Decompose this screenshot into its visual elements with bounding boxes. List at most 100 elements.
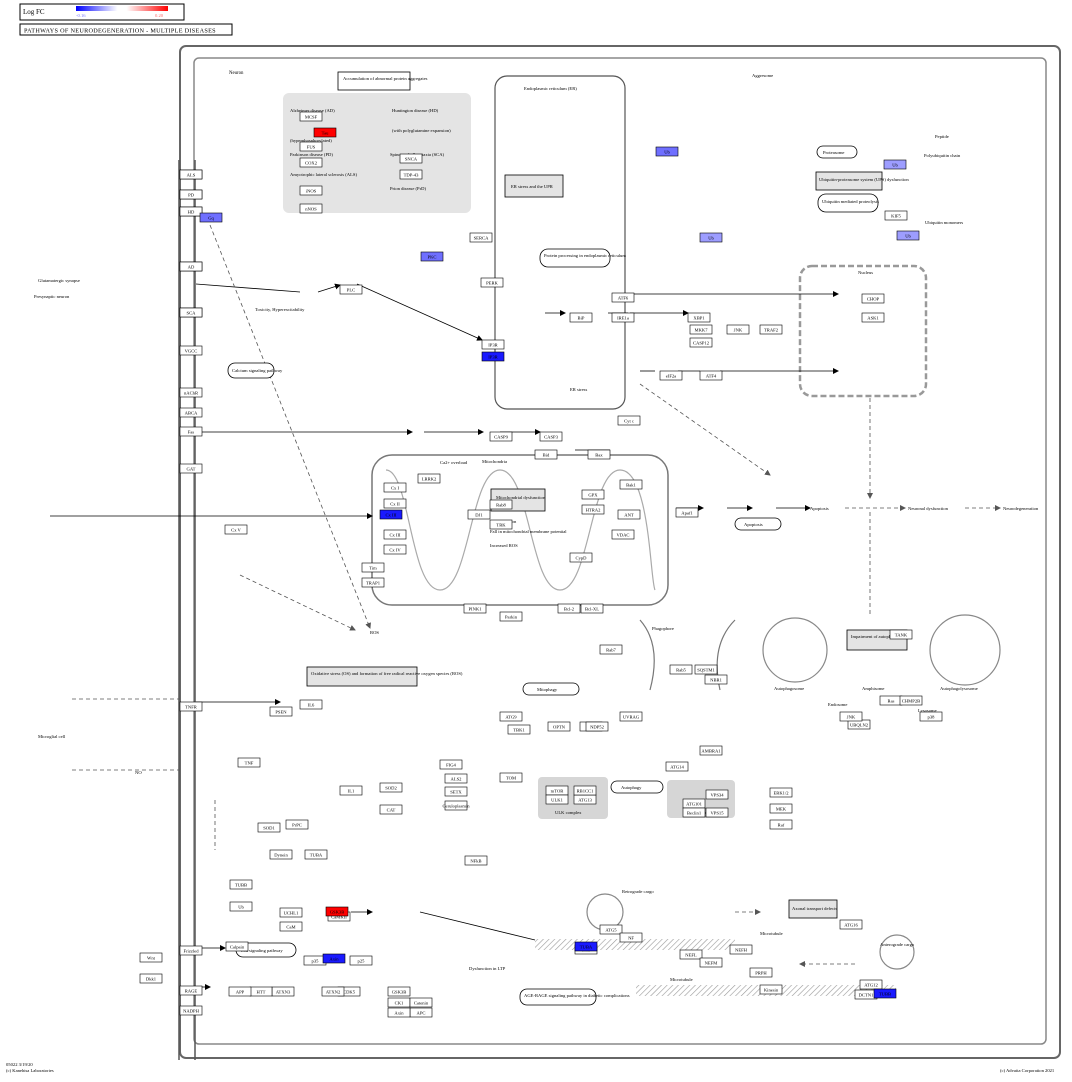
gene-box[interactable] <box>611 529 635 540</box>
gene-box[interactable] <box>580 603 604 614</box>
gene-box[interactable] <box>617 415 641 426</box>
gene-box[interactable] <box>383 482 407 493</box>
gene-box[interactable] <box>179 463 203 474</box>
gene-box[interactable] <box>464 855 488 866</box>
gene-box[interactable] <box>679 949 703 960</box>
gene-box[interactable] <box>729 944 753 955</box>
gene-box[interactable] <box>539 431 563 442</box>
gene-box[interactable] <box>599 924 623 935</box>
gene-box[interactable] <box>387 1007 411 1018</box>
gene-box[interactable] <box>387 986 411 997</box>
gene-box[interactable] <box>569 312 593 323</box>
gene-box[interactable] <box>859 979 883 990</box>
gene-box[interactable] <box>759 984 783 995</box>
gene-box[interactable] <box>611 292 635 303</box>
gene-box[interactable] <box>444 773 468 784</box>
gene-box[interactable] <box>617 509 641 520</box>
gene-box[interactable] <box>225 941 249 952</box>
gene-box[interactable] <box>339 785 363 796</box>
colored-gene-box[interactable] <box>379 509 403 520</box>
gene-box[interactable] <box>699 370 723 381</box>
gene-box[interactable] <box>179 169 203 180</box>
gene-box[interactable] <box>179 206 203 217</box>
gene-box[interactable] <box>749 967 773 978</box>
gene-box[interactable] <box>179 307 203 318</box>
gene-box[interactable] <box>699 745 723 756</box>
gene-box[interactable] <box>179 345 203 356</box>
gene-box[interactable] <box>349 955 373 966</box>
gene-box[interactable] <box>179 1005 203 1016</box>
gene-box[interactable] <box>705 789 729 800</box>
gene-box[interactable] <box>179 407 203 418</box>
gene-box[interactable] <box>379 782 403 793</box>
gene-box[interactable] <box>581 489 605 500</box>
gene-box[interactable] <box>499 611 523 622</box>
gene-box[interactable] <box>179 985 203 996</box>
colored-gene-box[interactable] <box>313 127 337 138</box>
gene-box[interactable] <box>665 761 689 772</box>
gene-box[interactable] <box>619 479 643 490</box>
gene-box[interactable] <box>861 293 885 304</box>
colored-gene-box[interactable] <box>574 941 598 952</box>
gene-box[interactable] <box>361 577 385 588</box>
gene-box[interactable] <box>299 111 323 122</box>
gene-box[interactable] <box>545 794 569 805</box>
gene-box[interactable] <box>339 284 363 295</box>
gene-box[interactable] <box>573 785 597 796</box>
gene-box[interactable] <box>675 507 699 518</box>
gene-box[interactable] <box>444 800 468 811</box>
gene-box[interactable] <box>687 312 711 323</box>
gene-box[interactable] <box>361 562 385 573</box>
colored-gene-box[interactable] <box>322 953 346 964</box>
gene-box[interactable] <box>399 153 423 164</box>
gene-box[interactable] <box>769 819 793 830</box>
gene-box[interactable] <box>585 721 609 732</box>
gene-box[interactable] <box>179 387 203 398</box>
gene-box[interactable] <box>139 973 163 984</box>
gene-box[interactable] <box>769 787 793 798</box>
gene-box[interactable] <box>237 757 261 768</box>
gene-box[interactable] <box>399 169 423 180</box>
gene-box[interactable] <box>919 711 943 722</box>
gene-box[interactable] <box>480 277 504 288</box>
gene-box[interactable] <box>469 232 493 243</box>
gene-box[interactable] <box>599 644 623 655</box>
gene-box[interactable] <box>321 986 345 997</box>
gene-box[interactable] <box>669 664 693 675</box>
gene-box[interactable] <box>587 449 611 460</box>
gene-box[interactable] <box>704 674 728 685</box>
gene-box[interactable] <box>224 524 248 535</box>
gene-box[interactable] <box>279 907 303 918</box>
gene-box[interactable] <box>489 499 513 510</box>
gene-box[interactable] <box>139 952 163 963</box>
gene-box[interactable] <box>229 879 253 890</box>
gene-box[interactable] <box>759 324 783 335</box>
gene-box[interactable] <box>489 519 513 530</box>
gene-box[interactable] <box>383 529 407 540</box>
gene-box[interactable] <box>269 706 293 717</box>
gene-box[interactable] <box>839 919 863 930</box>
gene-box[interactable] <box>444 786 468 797</box>
gene-box[interactable] <box>499 711 523 722</box>
gene-box[interactable] <box>279 921 303 932</box>
gene-box[interactable] <box>507 724 531 735</box>
gene-box[interactable] <box>383 544 407 555</box>
gene-box[interactable] <box>299 157 323 168</box>
colored-gene-box[interactable] <box>325 906 349 917</box>
gene-box[interactable] <box>699 957 723 968</box>
gene-box[interactable] <box>611 312 635 323</box>
gene-box[interactable] <box>379 804 403 815</box>
gene-box[interactable] <box>229 901 253 912</box>
gene-box[interactable] <box>499 772 523 783</box>
gene-box[interactable] <box>179 701 203 712</box>
gene-box[interactable] <box>304 849 328 860</box>
gene-box[interactable] <box>619 932 643 943</box>
gene-box[interactable] <box>269 849 293 860</box>
colored-gene-box[interactable] <box>883 159 907 170</box>
gene-box[interactable] <box>884 210 908 221</box>
gene-box[interactable] <box>726 324 750 335</box>
gene-box[interactable] <box>689 337 713 348</box>
gene-box[interactable] <box>383 498 407 509</box>
gene-box[interactable] <box>299 141 323 152</box>
gene-box[interactable] <box>489 431 513 442</box>
